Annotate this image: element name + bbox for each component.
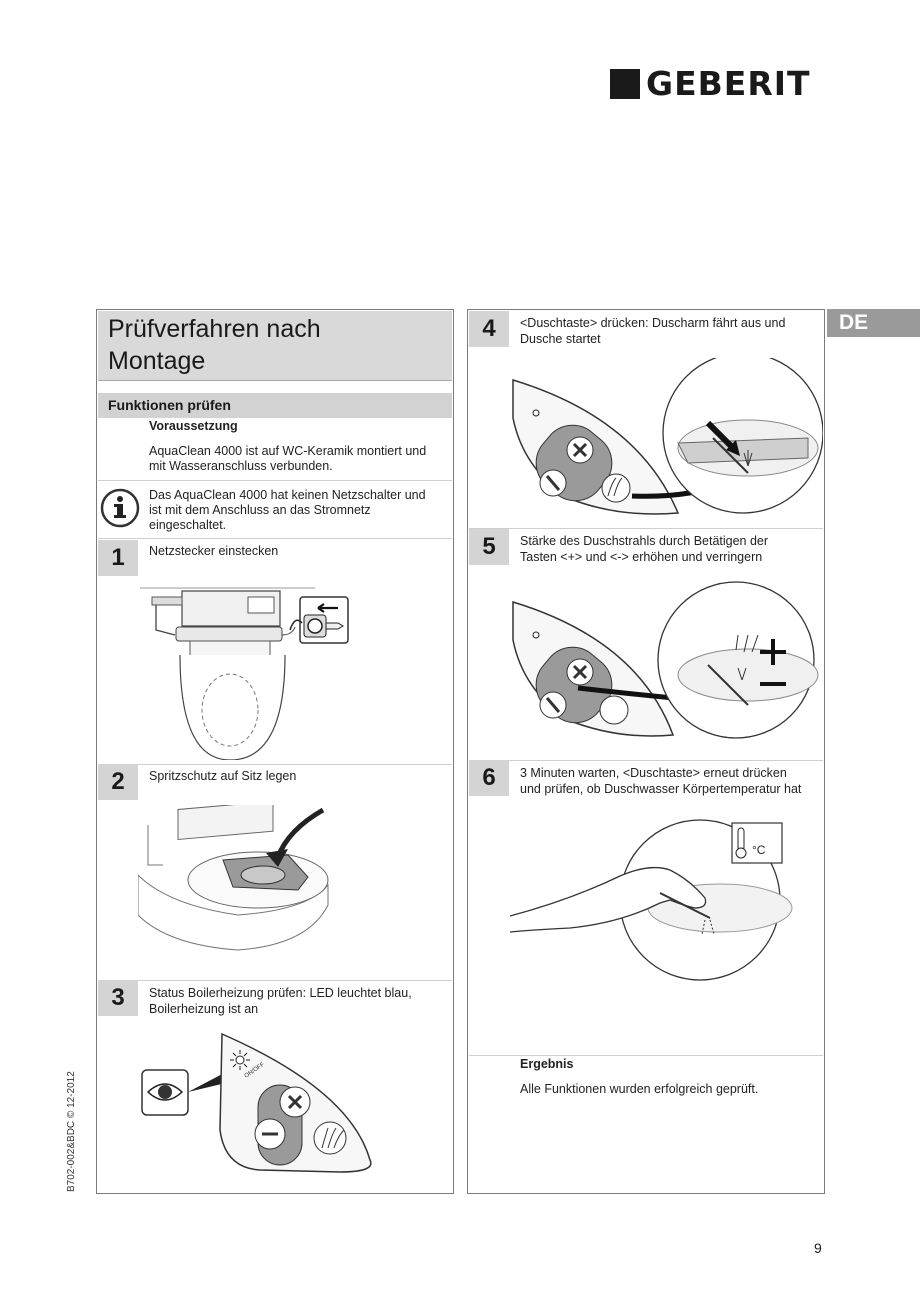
step-number: 4 [469,311,509,347]
divider [98,538,452,539]
step-text: Netzstecker einstecken [149,544,279,558]
step-number: 5 [469,529,509,565]
splash-guard-illustration [138,805,329,951]
step-number: 1 [98,540,138,576]
step-text: Tasten <+> und <-> erhöhen und verringer… [520,550,763,564]
step-text: 3 Minuten warten, <Duschtaste> erneut dr… [520,766,787,780]
page-title: Prüfverfahren nach Montage [98,311,452,381]
step-text: und prüfen, ob Duschwasser Körpertempera… [520,782,802,796]
divider [469,528,823,529]
right-panel [467,309,825,1194]
shower-strength-illustration [512,581,819,739]
step-text: <Duschtaste> drücken: Duscharm fährt aus… [520,316,786,330]
logo-square-icon [610,69,640,99]
step-number: 3 [98,980,138,1016]
language-tab: DE [827,309,920,337]
divider [98,764,452,765]
step-number: 6 [469,760,509,796]
divider [98,480,452,481]
step-text: Boilerheizung ist an [149,1002,259,1016]
step-text: Status Boilerheizung prüfen: LED leuchte… [149,986,412,1000]
temperature-unit-label: °C [752,843,766,857]
step-text: Dusche startet [520,332,601,346]
page-title-line-1: Prüfverfahren nach [108,315,321,343]
plug-in-illustration [140,587,349,760]
divider [98,980,452,981]
result-text: Alle Funktionen wurden erfolgreich geprü… [520,1082,759,1096]
info-icon [100,488,140,528]
info-text-2: ist mit dem Anschluss an das Stromnetz [149,503,371,517]
document-code: B702-002&BDC © 12-2012 [66,1071,77,1192]
step-text: Spritzschutz auf Sitz legen [149,769,297,783]
step-number: 2 [98,764,138,800]
boiler-status-illustration: ON/OFF [141,1032,372,1173]
prerequisite-text-1: AquaClean 4000 ist auf WC-Keramik montie… [149,444,427,458]
divider [469,1055,823,1056]
left-panel [96,309,454,1194]
info-text-1: Das AquaClean 4000 hat keinen Netzschalt… [149,488,426,502]
logo-wordmark: GEBERIT [646,64,811,103]
geberit-logo: GEBERIT [610,64,811,103]
prerequisite-text-2: mit Wasseranschluss verbunden. [149,459,333,473]
result-heading: Ergebnis [520,1057,574,1071]
section-heading: Funktionen prüfen [98,393,452,418]
temperature-check-illustration: °C [510,819,793,981]
step-text: Stärke des Duschstrahls durch Betätigen … [520,534,769,548]
shower-start-illustration [512,358,823,515]
divider [469,760,823,761]
page-number: 9 [814,1240,822,1256]
info-text-3: eingeschaltet. [149,518,227,532]
page-title-line-2: Montage [108,347,206,375]
prerequisite-heading: Voraussetzung [149,419,238,433]
